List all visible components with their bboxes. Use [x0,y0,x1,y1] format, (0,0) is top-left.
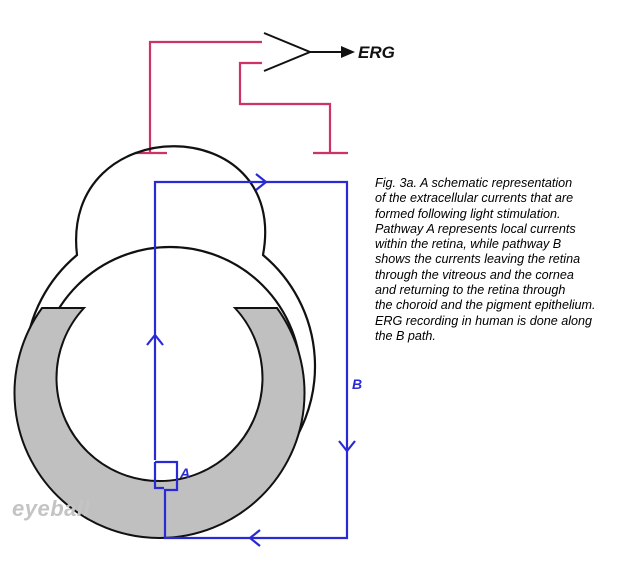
pathway-a-local [153,462,164,490]
caption-line: of the extracellular currents that are [375,191,574,206]
caption-line: shows the currents leaving the retina [375,252,581,267]
caption-line: formed following light stimulation. [375,206,561,221]
output-arrow-head [341,46,355,58]
caption-line: through the vitreous and the cornea [375,267,574,282]
caption-line: the choroid and the pigment epithelium. [375,298,596,313]
retina-band [13,307,306,539]
eyeball-watermark: eyeball [12,496,91,521]
electrode-circuit [135,40,348,155]
caption-line: and returning to the retina through [375,283,566,298]
arrow-right-icon [255,173,268,191]
amplifier: ERG [263,32,395,72]
caption-line: the B path. [375,328,436,343]
erg-output-label: ERG [358,43,395,62]
caption-line: within the retina, while pathway B [375,237,562,252]
pathway-b-loop [153,180,349,540]
arrow-left-icon [248,529,261,547]
pathway-a-label: A [179,465,190,481]
caption-line: Pathway A represents local currents [375,221,576,236]
eyeball [13,145,317,539]
caption-line: ERG recording in human is done along [375,313,593,328]
arrow-down-icon [338,440,356,453]
amplifier-symbol [263,32,313,72]
current-pathways: A B [146,173,362,547]
electrode-wire-right [238,61,332,153]
figure-caption: Fig. 3a. A schematic representation of t… [375,176,620,344]
electrode-wire-left [148,40,262,153]
arrow-up-icon [146,333,164,346]
pathway-b-label: B [352,376,362,392]
caption-line: Fig. 3a. A schematic representation [375,176,573,190]
